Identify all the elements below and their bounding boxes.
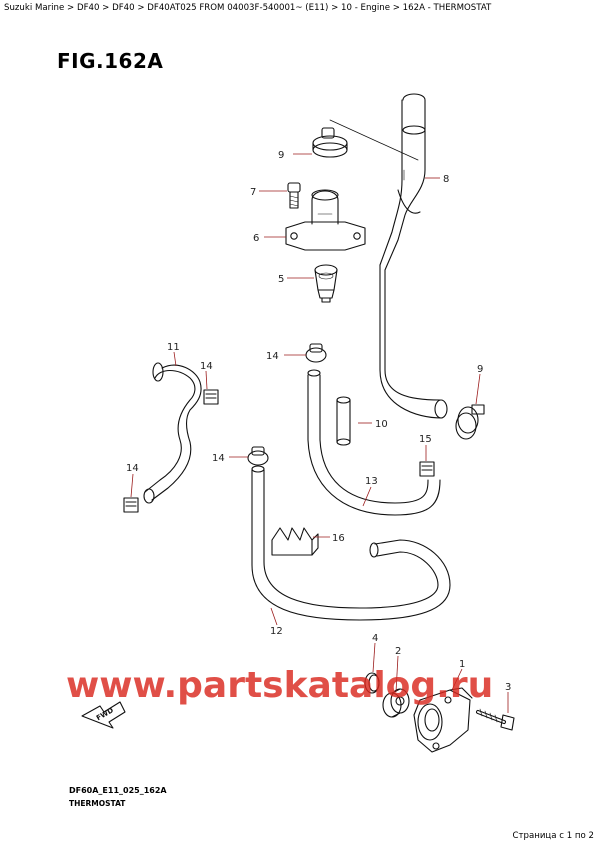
clamp-part-14-d: [247, 446, 269, 466]
callout-9-top: 9: [278, 150, 284, 161]
callout-14-c: 14: [212, 453, 225, 464]
bolt-part-3: [476, 708, 515, 731]
cover-part-6: [285, 189, 366, 251]
housing-part-1: [413, 687, 473, 753]
hose-part-11: [143, 362, 202, 504]
clamp-part-9-right: [455, 404, 485, 440]
callout-16: 16: [332, 533, 345, 544]
clamp-part-9-top: [312, 127, 348, 158]
bolt-part-7: [287, 182, 301, 209]
figure-caption: THERMOSTAT: [69, 799, 126, 808]
callout-8: 8: [443, 174, 449, 185]
drawing-code: DF60A_E11_025_162A: [69, 786, 167, 795]
hose-part-13: [307, 369, 441, 516]
clamp-part-14-b: [123, 497, 139, 513]
callout-15: 15: [419, 434, 432, 445]
callout-3: 3: [505, 682, 511, 693]
callout-14-b: 14: [266, 351, 279, 362]
callout-1: 1: [459, 659, 465, 670]
callout-10: 10: [375, 419, 388, 430]
clamp-part-14-c: [305, 343, 327, 363]
callout-6: 6: [253, 233, 259, 244]
breadcrumb: Suzuki Marine > DF40 > DF40 > DF40AT025 …: [4, 3, 492, 13]
callout-12: 12: [270, 626, 283, 637]
callout-9-right: 9: [477, 364, 483, 375]
callout-14-d: 14: [126, 463, 139, 474]
callout-11: 11: [167, 342, 180, 353]
oring-part-4: [364, 672, 380, 694]
callout-7: 7: [250, 187, 256, 198]
watermark: www.partskatalog.ru: [66, 665, 493, 706]
clamp-part-14-a: [203, 389, 219, 405]
callout-14-a: 14: [200, 361, 213, 372]
hose-part-12: [251, 465, 451, 621]
page-indicator: Страница с 1 по 2: [512, 831, 594, 841]
figure-title: FIG.162A: [57, 49, 164, 73]
clip-part-16: [271, 527, 319, 556]
callout-13: 13: [365, 476, 378, 487]
tube-part-10: [336, 396, 351, 446]
clamp-part-15: [419, 461, 435, 477]
thermostat-part-5: [314, 264, 338, 303]
hose-part-8: [379, 93, 448, 419]
callout-4: 4: [372, 633, 378, 644]
callout-2: 2: [395, 646, 401, 657]
callout-5: 5: [278, 274, 284, 285]
